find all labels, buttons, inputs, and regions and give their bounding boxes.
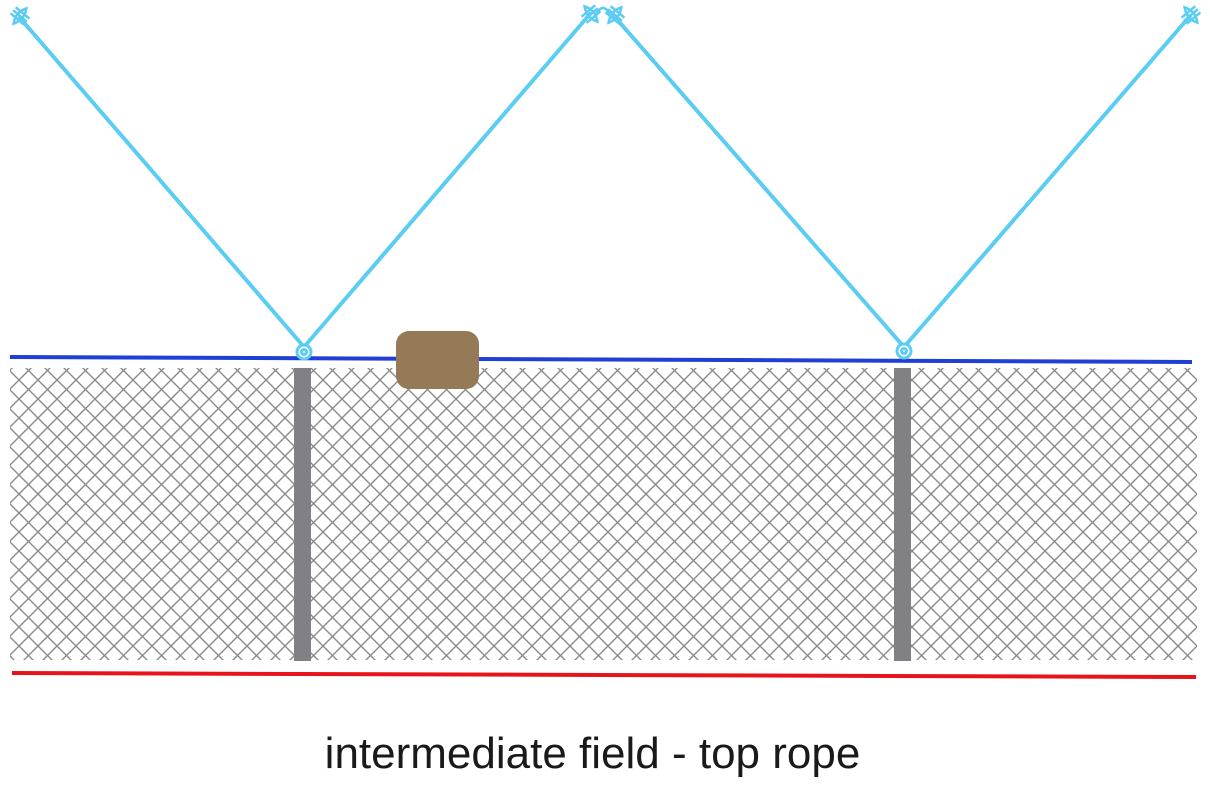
rope-ring-icon (295, 343, 313, 361)
top-rope (9, 355, 1193, 364)
ground-anchor-icon (604, 5, 626, 25)
fence-post-right (894, 368, 911, 661)
guy-ropes (18, 12, 1192, 349)
ground-anchor-icon (1180, 5, 1202, 25)
ground-anchor-icon (580, 4, 612, 24)
guy-rope-1 (18, 16, 306, 349)
guy-rope-4 (902, 14, 1192, 349)
ground-anchor-icon (9, 6, 31, 26)
guy-rope-2 (302, 12, 592, 349)
diagram-caption: intermediate field - top rope (324, 729, 861, 778)
mesh-panel-right (911, 368, 1197, 660)
rope-ring-icon (895, 342, 913, 360)
rope-tensioner (396, 331, 479, 389)
mesh-panel-left (10, 368, 294, 660)
fence-post-left (294, 368, 311, 661)
mesh-panel-middle (311, 368, 894, 660)
chain-link-mesh (10, 368, 1197, 660)
guy-rope-3 (612, 14, 906, 349)
bottom-rope (11, 671, 1197, 679)
